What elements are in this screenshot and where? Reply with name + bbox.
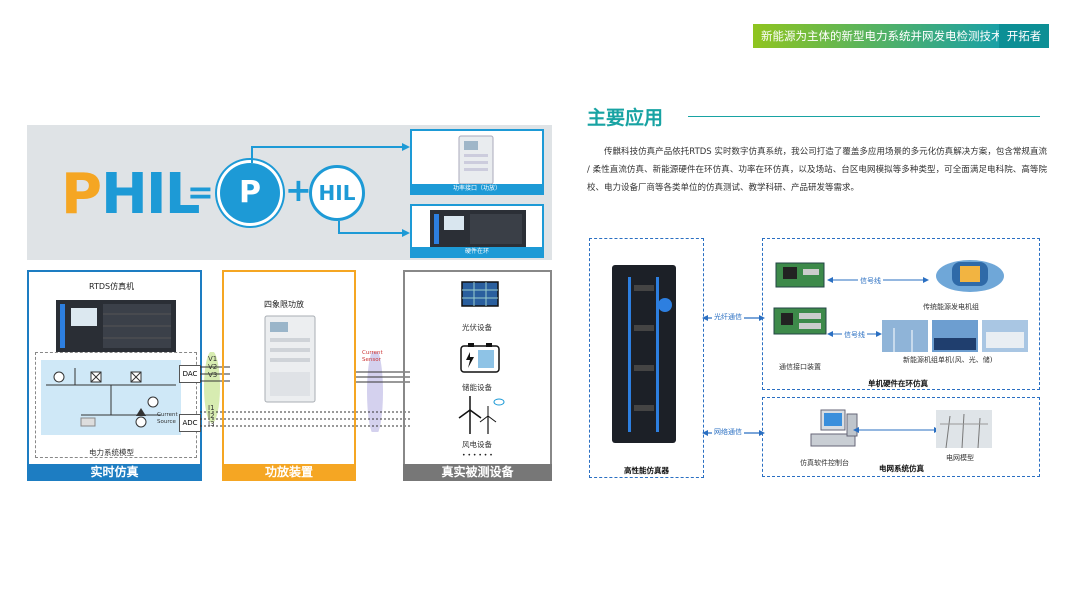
phil-letters-hil: HIL bbox=[101, 162, 200, 227]
current-sensor-label: Current Sensor bbox=[362, 350, 383, 363]
signal-v2: V2 bbox=[208, 363, 218, 371]
power-circle: P bbox=[220, 163, 280, 223]
generator-unit-icon bbox=[936, 260, 1004, 292]
grid-model-label: 电网模型 bbox=[946, 454, 974, 462]
footer-devices: 真实被测设备 bbox=[403, 464, 552, 481]
title-divider bbox=[688, 116, 1040, 117]
model-label: 电力系统模型 bbox=[89, 448, 134, 457]
grid-model-photo bbox=[936, 410, 992, 449]
diagram-links bbox=[702, 315, 765, 436]
power-cabinet-icon bbox=[458, 135, 494, 185]
simulator-cabinet-icon bbox=[612, 265, 676, 443]
signal-i2: I2 bbox=[208, 412, 215, 420]
solar-panel-icon bbox=[461, 281, 499, 307]
plus-sign: + bbox=[285, 171, 312, 209]
signal-line-arrows bbox=[827, 277, 929, 283]
device-caption-top: 功率接口（功放） bbox=[412, 184, 542, 193]
pv-label: 光伏设备 bbox=[462, 323, 492, 332]
current-source-label: Current Source bbox=[157, 412, 178, 425]
adc-block: ADC bbox=[179, 414, 201, 432]
simulator-box bbox=[589, 238, 704, 478]
control-station-label: 仿真软件控制台 bbox=[800, 459, 849, 467]
network-arrow bbox=[853, 427, 940, 433]
phil-letter-p: P bbox=[61, 162, 103, 227]
workstation-icon bbox=[810, 409, 858, 447]
signal-line-label-1: 信号线 bbox=[858, 276, 883, 286]
applications-title: 主要应用 bbox=[587, 107, 664, 129]
signal-v1: V1 bbox=[208, 355, 218, 363]
signal-v3: V3 bbox=[208, 371, 218, 379]
applications-description: 传麒科技仿真产品依托RTDS 实时数字仿真系统，我公司打造了覆盖多应用场景的多元… bbox=[587, 147, 1047, 193]
wind-label: 风电设备 bbox=[462, 440, 492, 449]
single-hil-box bbox=[762, 238, 1040, 390]
signal-line-label-2: 信号线 bbox=[842, 330, 867, 340]
rtds-label: RTDS仿真机 bbox=[89, 282, 135, 291]
signal-i3: I3 bbox=[208, 420, 215, 428]
controller-board-icon-1 bbox=[775, 262, 825, 288]
power-interface-device: 功率接口（功放） bbox=[410, 129, 544, 195]
panel-devices-under-test: 光伏设备 储能设备 风电设备 • • • • • • 真实被测设备 bbox=[403, 270, 552, 481]
dac-block: DAC bbox=[179, 365, 201, 383]
grid-sim-box bbox=[762, 397, 1040, 477]
single-hil-label: 单机硬件在环仿真 bbox=[868, 379, 928, 388]
simulator-label: 高性能仿真器 bbox=[624, 466, 669, 475]
battery-icon bbox=[460, 343, 500, 373]
signal-i1: I1 bbox=[208, 404, 215, 412]
comm-interface-label: 通信接口装置 bbox=[779, 363, 821, 371]
phil-banner: P HIL = P + HIL 功率接口（功放） bbox=[27, 125, 552, 260]
comm-interface-board-icon bbox=[773, 307, 827, 335]
hil-device: 硬件在环 bbox=[410, 204, 544, 258]
ribbon-title: 新能源为主体的新型电力系统并网发电检测技术 bbox=[753, 24, 999, 48]
storage-label: 储能设备 bbox=[462, 383, 492, 392]
more-devices-dots: • • • • • • bbox=[462, 452, 493, 459]
new-energy-photos bbox=[882, 320, 1028, 352]
rtds-server-icon bbox=[56, 300, 176, 352]
header-ribbon: 新能源为主体的新型电力系统并网发电检测技术 开拓者 bbox=[753, 24, 1049, 48]
grid-sim-label: 电网系统仿真 bbox=[879, 464, 924, 473]
amplifier-label: 四象限功放 bbox=[264, 300, 304, 309]
footer-realtime: 实时仿真 bbox=[27, 464, 202, 481]
panel-amplifier: 四象限功放 Current Sensor 功放装置 bbox=[222, 270, 383, 481]
panel-realtime-simulation: RTDS仿真机 Current Source bbox=[27, 270, 202, 481]
new-energy-label: 新能源机组单机(风、光、储) bbox=[903, 356, 993, 364]
power-system-model-box bbox=[35, 352, 197, 458]
hil-circle: HIL bbox=[309, 165, 365, 221]
network-link-label: 网络通信 bbox=[712, 427, 744, 437]
traditional-gen-label: 传统能源发电机组 bbox=[923, 303, 979, 311]
fiber-link-label: 光纤通信 bbox=[712, 312, 744, 322]
footer-amplifier: 功放装置 bbox=[222, 464, 356, 481]
circuit-diagram bbox=[46, 368, 176, 428]
ribbon-tag: 开拓者 bbox=[999, 24, 1049, 48]
rack-server-icon bbox=[430, 210, 526, 248]
amplifier-cabinet-icon bbox=[264, 315, 316, 403]
equals-sign: = bbox=[187, 173, 214, 211]
signal-lines bbox=[200, 352, 410, 432]
banner-connectors bbox=[251, 143, 410, 237]
wind-turbine-icon bbox=[458, 396, 505, 434]
device-caption-bottom: 硬件在环 bbox=[412, 247, 542, 256]
